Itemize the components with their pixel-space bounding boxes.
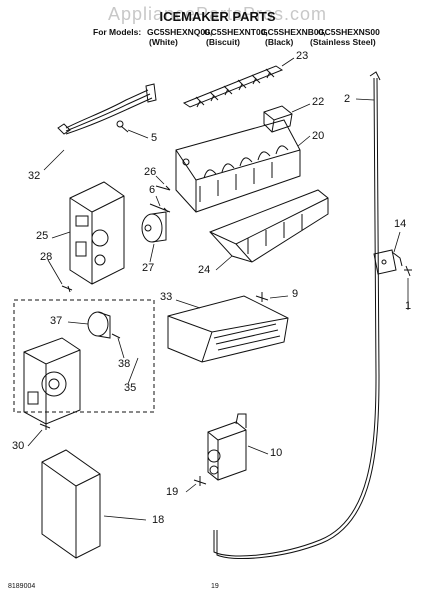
callout-30: 30 — [12, 440, 25, 452]
callout-32: 32 — [28, 170, 41, 182]
callout-2: 2 — [344, 93, 351, 105]
model-number-biscuit: GC5SHEXNT00, — [204, 27, 268, 37]
callout-23: 23 — [296, 50, 309, 62]
screw-part-5 — [116, 120, 129, 133]
screw-part-6 — [149, 203, 171, 213]
leader-lines — [27, 57, 409, 521]
screw-part-30 — [39, 420, 51, 430]
screw-part-1 — [404, 265, 412, 277]
page-title: ICEMAKER PARTS — [159, 9, 276, 24]
screw-part-9 — [255, 292, 269, 302]
variant-white: (White) — [149, 37, 178, 47]
callout-10: 10 — [270, 447, 283, 459]
model-number-black: GC5SHEXNB00, — [261, 27, 326, 37]
watermark: AppliancePartsPros.com — [107, 4, 328, 24]
callout-18: 18 — [152, 514, 165, 526]
screw-part-28 — [61, 285, 73, 293]
valve-cover-part-18 — [41, 449, 101, 559]
module-housing-part-25 — [69, 181, 125, 285]
model-number-stainless: GC5SHEXNS00 — [318, 27, 380, 37]
screw-part-19 — [193, 476, 207, 486]
callout-9: 9 — [292, 288, 299, 300]
callout-33: 33 — [160, 291, 173, 303]
variant-biscuit: (Biscuit) — [206, 37, 240, 47]
callout-38: 38 — [118, 358, 131, 370]
callout-25: 25 — [36, 230, 49, 242]
model-number-white: GC5SHEXNQ00, — [147, 27, 213, 37]
callout-20: 20 — [312, 130, 325, 142]
wire-harness-part-32 — [57, 83, 157, 135]
callout-5: 5 — [151, 132, 158, 144]
variant-black: (Black) — [265, 37, 294, 47]
screw-part-38 — [111, 333, 121, 339]
control-module-body — [23, 337, 81, 425]
variant-stainless: (Stainless Steel) — [310, 37, 376, 47]
callout-27: 27 — [142, 262, 155, 274]
callout-6: 6 — [149, 184, 156, 196]
page-number: 19 — [211, 583, 219, 590]
motor-part-27 — [141, 211, 167, 243]
callout-28: 28 — [40, 251, 53, 263]
callout-14: 14 — [394, 218, 407, 230]
models-prefix: For Models: — [93, 27, 142, 37]
callout-35: 35 — [124, 382, 137, 394]
callout-1: 1 — [405, 300, 412, 312]
cover-part-33 — [167, 295, 289, 363]
document-number: 8189004 — [8, 583, 36, 590]
water-valve-part-10 — [207, 413, 247, 481]
fill-tube-part-2 — [213, 71, 381, 560]
clip-bracket-part-14 — [373, 249, 403, 275]
thermostat-part-37 — [87, 311, 111, 339]
callout-26: 26 — [144, 166, 157, 178]
callout-22: 22 — [312, 96, 325, 108]
callout-24: 24 — [198, 264, 211, 276]
mold-cover-part-22 — [263, 105, 293, 133]
ice-mold-part-20 — [175, 119, 301, 213]
ejector-blade-part-23 — [182, 65, 284, 108]
callout-37: 37 — [50, 315, 63, 327]
callout-19: 19 — [166, 486, 179, 498]
kit-outline-part-35 — [13, 299, 155, 413]
screw-part-26 — [155, 185, 171, 191]
